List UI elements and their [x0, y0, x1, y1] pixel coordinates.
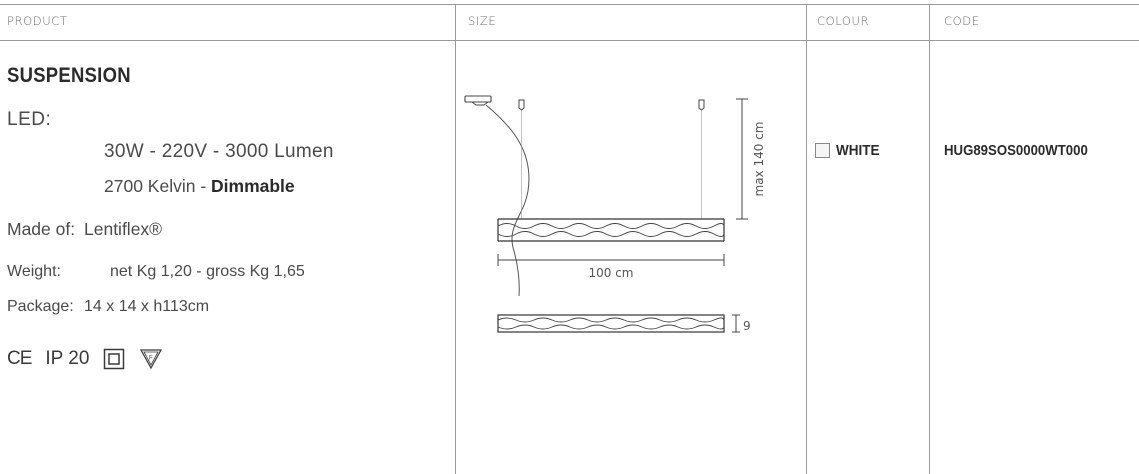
lamp-body-front	[497, 218, 725, 242]
lamp-body-top	[497, 314, 725, 333]
height-dimension	[736, 98, 748, 220]
product-name: SUSPENSION	[7, 64, 131, 87]
made-of-label: Made of:	[7, 219, 76, 239]
colour-option: WHITE	[815, 142, 884, 159]
width-dimension	[497, 254, 725, 266]
made-of-value: Lentiflex®	[84, 219, 163, 239]
f-mark-triangle-icon: F	[140, 349, 163, 370]
top-rule	[0, 4, 1139, 5]
dimmable-text: Dimmable	[211, 176, 295, 196]
led-label: LED:	[7, 109, 52, 130]
certifications: CE IP 20 F	[7, 348, 163, 370]
ceiling-canopy	[464, 95, 492, 106]
height-label: max 140 cm	[752, 122, 766, 197]
colour-name: WHITE	[836, 142, 880, 159]
header-colour: COLOUR	[817, 14, 870, 28]
product-code: HUG89SOS0000WT000	[944, 142, 1088, 159]
column-separator-size	[455, 5, 456, 474]
weight-value: net Kg 1,20 - gross Kg 1,65	[110, 263, 305, 280]
colour-swatch	[815, 143, 830, 158]
header-code: CODE	[944, 14, 980, 28]
cable-clamp-left	[518, 99, 525, 111]
weight-label: Weight:	[7, 263, 61, 280]
svg-text:F: F	[149, 356, 153, 362]
kelvin-text: 2700 Kelvin -	[104, 176, 212, 196]
ip-rating: IP 20	[45, 348, 90, 369]
package-value: 14 x 14 x h113cm	[84, 298, 210, 315]
package-label: Package:	[7, 298, 74, 315]
ce-mark: CE	[7, 348, 32, 369]
class-ii-double-insulation-icon	[104, 348, 125, 370]
depth-label: 9	[743, 319, 751, 333]
dimension-drawing: max 140 cm 100 cm 9	[464, 95, 766, 333]
power-cable	[485, 104, 530, 297]
cable-clamp-right	[698, 99, 705, 111]
header-rule	[0, 40, 1139, 41]
column-separator-colour	[806, 5, 807, 474]
led-specs: 30W - 220V - 3000 Lumen	[104, 141, 334, 162]
header-size: SIZE	[468, 14, 497, 28]
column-separator-code	[929, 5, 930, 474]
width-label: 100 cm	[588, 266, 633, 280]
depth-dimension	[732, 314, 740, 333]
header-product: PRODUCT	[7, 14, 68, 28]
led-kelvin-line: 2700 Kelvin - Dimmable	[104, 176, 295, 197]
